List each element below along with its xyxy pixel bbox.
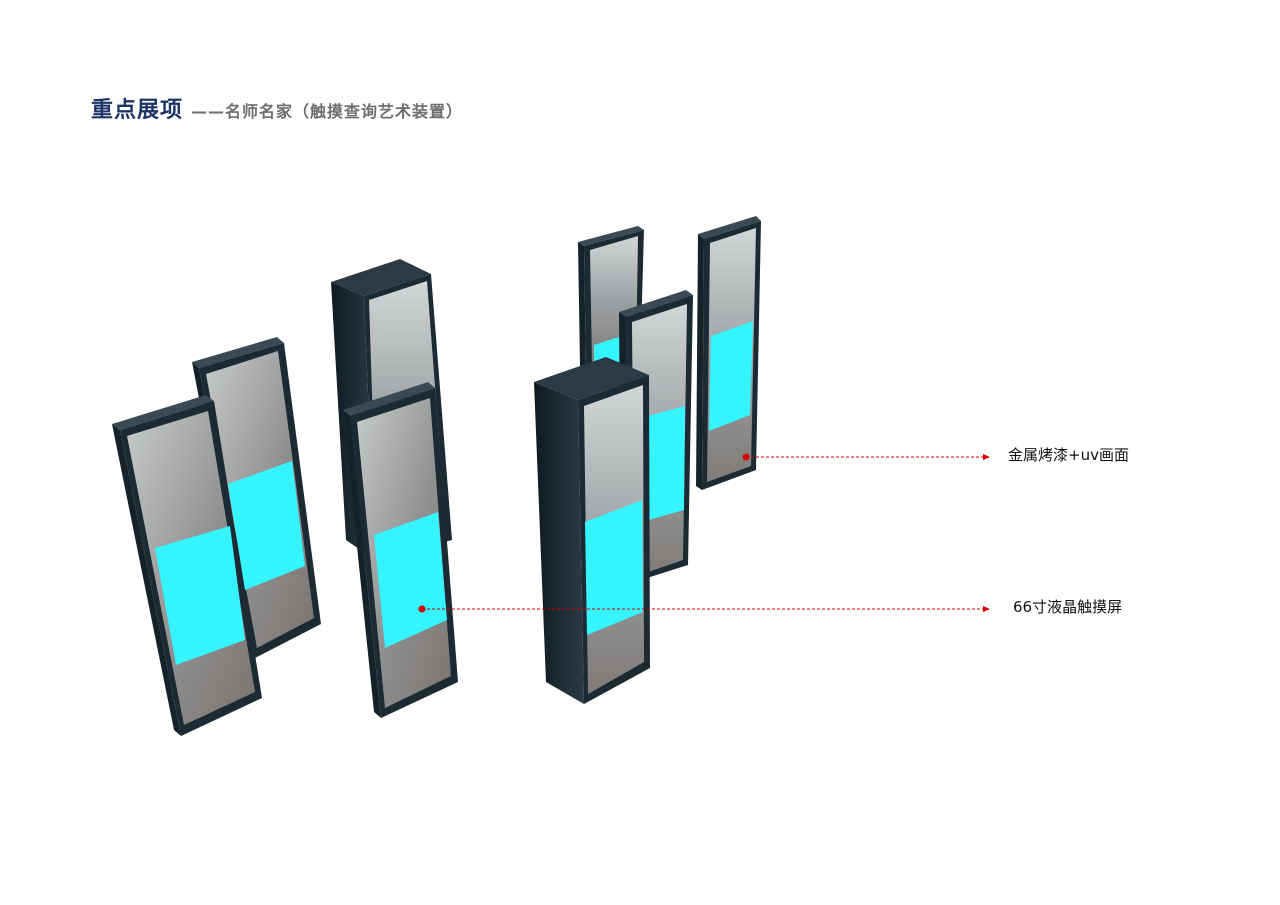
callout-label-metal-paint: 金属烤漆+uv画面 xyxy=(1008,446,1129,464)
page-title: 重点展项 xyxy=(91,98,184,123)
callout-leader-metal-paint xyxy=(742,453,990,461)
callout-leader-touch-screen xyxy=(418,605,990,613)
touch-screen xyxy=(594,336,622,362)
page-title-row: 重点展项 ——名师名家（触摸查询艺术装置） xyxy=(91,92,463,124)
touch-screen xyxy=(155,526,245,665)
kiosk-panel-front-left xyxy=(112,395,262,736)
touch-screen xyxy=(585,500,643,635)
touch-screen xyxy=(709,321,753,431)
kiosk-panel-front-middle xyxy=(343,382,458,718)
touch-screen xyxy=(228,461,305,590)
kiosk-pillar-front-right xyxy=(534,357,650,704)
callout-label-touch-screen: 66寸液晶触摸屏 xyxy=(1013,598,1123,616)
touch-screen xyxy=(374,512,447,648)
page-subtitle: ——名师名家（触摸查询艺术装置） xyxy=(191,102,464,121)
kiosk-panel-back-right xyxy=(696,216,761,490)
